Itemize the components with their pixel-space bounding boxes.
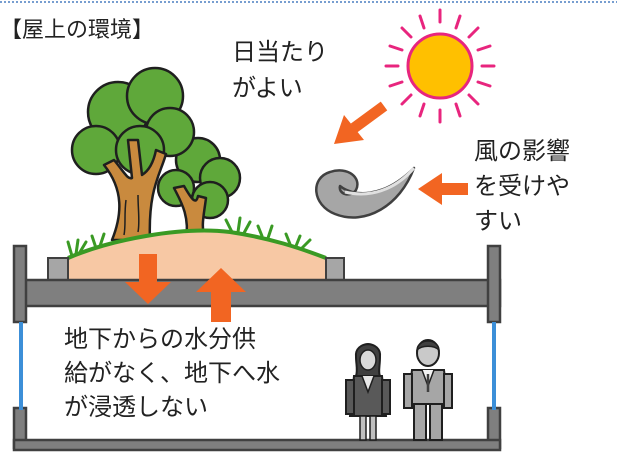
sunlight-arrow	[334, 101, 388, 144]
left-wall-top	[12, 244, 28, 324]
floor-slab	[12, 438, 502, 452]
water-arrow-down	[125, 254, 171, 304]
sun-icon	[384, 8, 496, 124]
water-label: 地下からの水分供 給がなく、地下へ水 が浸透しない	[64, 325, 280, 421]
wind-icon	[315, 166, 416, 219]
roof-slab	[14, 278, 502, 308]
parapet-block-left	[47, 257, 69, 281]
person-icon	[345, 343, 391, 441]
sunlight-label: 日当たり がよい	[232, 38, 328, 102]
tree-icon	[70, 66, 242, 242]
water-arrow-up	[196, 268, 246, 322]
right-wall-top	[486, 244, 502, 324]
soil-mound	[68, 230, 326, 280]
person-icon	[403, 339, 453, 441]
grass-line	[67, 228, 327, 260]
wind-arrow	[418, 173, 468, 205]
grass-tufts	[66, 216, 312, 258]
building-structure	[12, 244, 502, 452]
diagram-title: 【屋上の環境】	[0, 18, 155, 43]
wind-label: 風の影響 を受けや すい	[474, 137, 570, 235]
parapet-block-right	[325, 257, 345, 281]
